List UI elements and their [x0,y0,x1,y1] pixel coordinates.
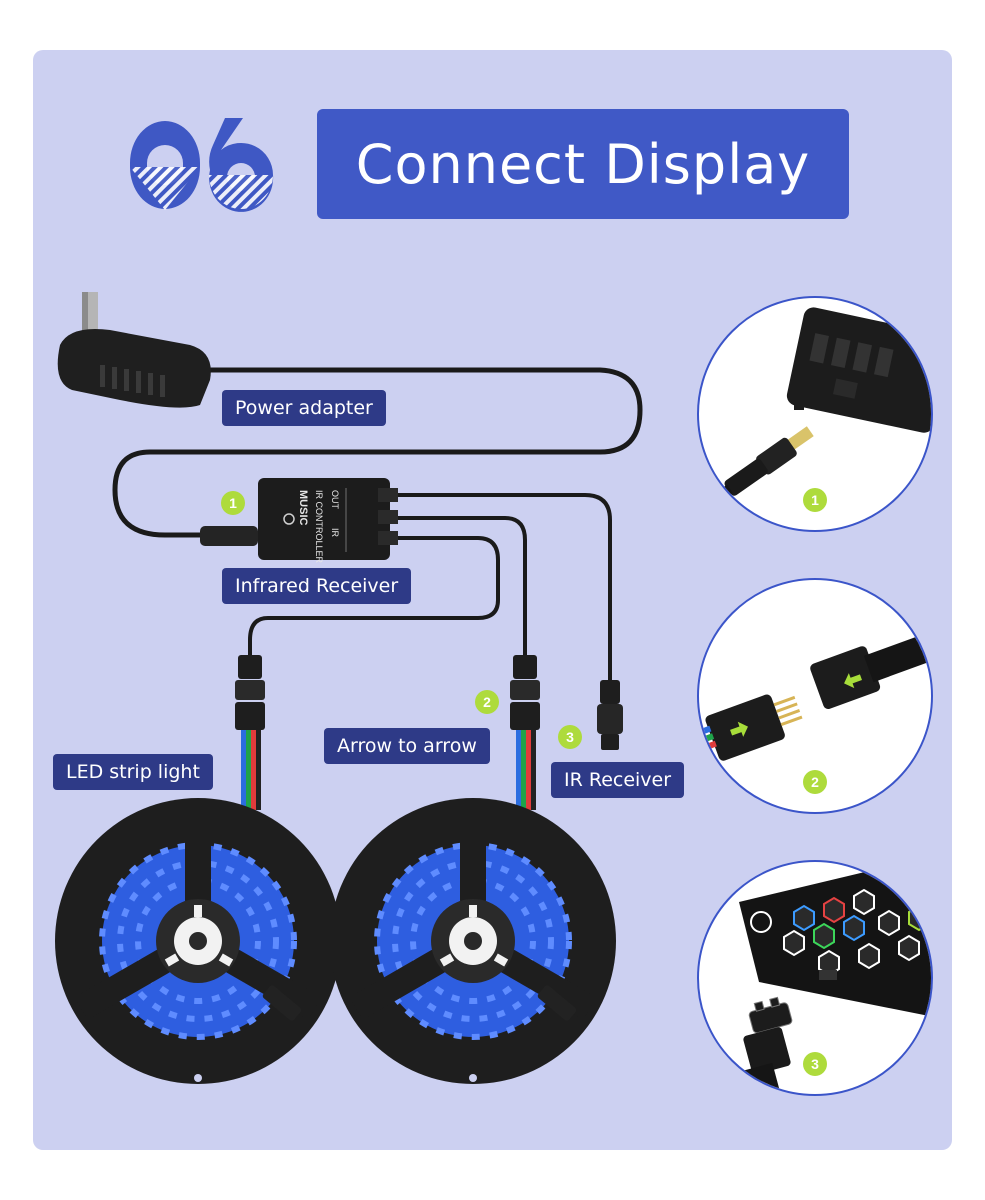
connector-right [510,655,540,810]
arrow-to-arrow-label: Arrow to arrow [324,728,490,764]
step-number-06-graphic: 06 [130,118,274,212]
dc-jack [200,526,258,546]
out-cable-2 [395,516,527,670]
power-cable [112,367,643,538]
connector-left [235,655,265,810]
detail-badge-2: 2 [803,770,827,794]
ir-receiver-label: IR Receiver [551,762,685,798]
led-reel-left [55,798,341,1084]
page-title: Connect Display [317,109,849,219]
led-strip-light-label: LED strip light [53,754,213,790]
ir-cable [395,493,612,680]
detail-badge-3: 3 [803,1052,827,1076]
power-adapter [57,292,211,408]
led-reel-right [330,798,616,1084]
out-cable-1 [248,536,500,670]
ir-controller-box: MUSIC IR CONTROLLER OUT IR [258,478,398,564]
controller-ir-text: IR [330,528,340,538]
badge-3: 3 [558,725,582,749]
detail-circle-arrow-connector: 2 [697,578,933,814]
detail-circle-dc-jack: 1 [697,296,933,532]
badge-2: 2 [475,690,499,714]
power-adapter-label: Power adapter [222,390,386,426]
detail-circle-ir-remote: 3 [697,860,933,1096]
controller-out-text: OUT [330,490,340,510]
detail-badge-1: 1 [803,488,827,512]
badge-1: 1 [221,491,245,515]
ir-receiver-plug [597,680,623,750]
controller-ir-controller-text: IR CONTROLLER [314,490,324,564]
infrared-receiver-label: Infrared Receiver [222,568,412,604]
controller-music-text: MUSIC [297,490,309,526]
